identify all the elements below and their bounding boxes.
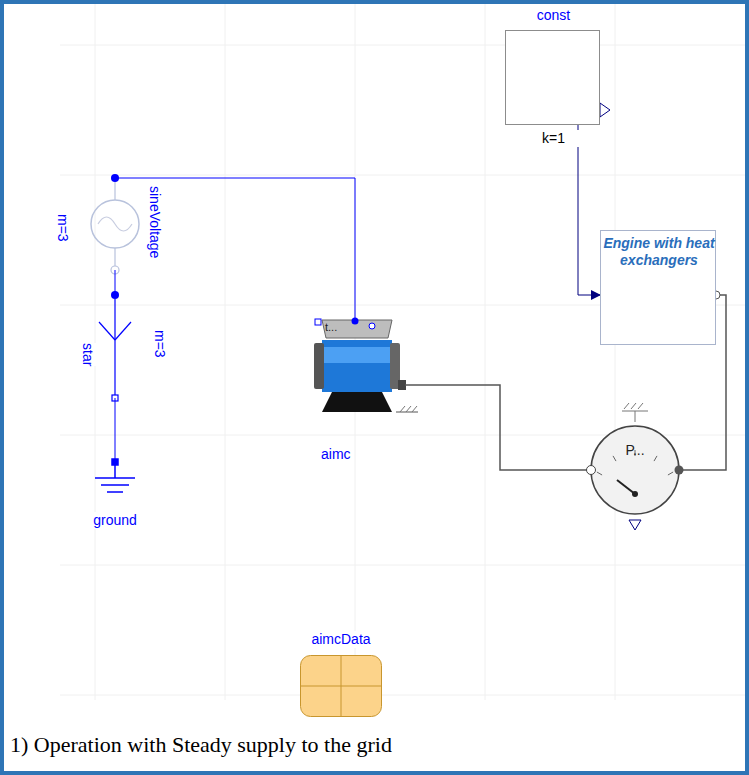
record-grid (341, 655, 342, 717)
component-name: ground (65, 512, 165, 529)
induction-machine-icon (396, 412, 418, 413)
parameter-value: m=3 (151, 330, 168, 358)
sine-voltage-symbol (91, 200, 139, 248)
star-symbol (99, 322, 115, 340)
background-grid (60, 45, 749, 46)
component-name: aimc (321, 446, 351, 463)
dial-tick (597, 472, 602, 475)
electric-wire (115, 398, 116, 462)
induction-machine-icon (406, 406, 411, 412)
sensor-support-symbol (629, 520, 641, 530)
shaft-connector (405, 385, 587, 470)
component-name: aimcData (280, 631, 402, 648)
background-grid (225, 0, 226, 700)
parameter-value: k=1 (506, 130, 601, 147)
component-name: const (506, 7, 601, 24)
induction-machine-icon (314, 343, 324, 389)
dial-needle (617, 480, 635, 494)
induction-machine: t...aimc (313, 318, 405, 412)
power-sensor: P... (587, 422, 683, 518)
background-grid (615, 0, 616, 700)
star-symbol (115, 322, 131, 340)
dial-tick (654, 456, 657, 461)
sensor-support-symbol (631, 403, 636, 409)
record-icon (301, 656, 382, 717)
figure-caption: 1) Operation with Steady supply to the g… (10, 732, 392, 758)
parameter-value: m=3 (54, 214, 71, 242)
sine-voltage-symbol (91, 174, 139, 274)
induction-machine-icon (322, 347, 392, 363)
star-symbol (114, 299, 115, 395)
star-point: starm=3 (95, 295, 135, 398)
component-name: Engine with heat exchangers (601, 235, 717, 269)
electric-wire (115, 270, 116, 295)
record-data: aimcData (300, 655, 382, 717)
background-grid (485, 0, 486, 700)
component-name: P... (587, 442, 683, 459)
ground-symbol (95, 477, 135, 479)
sine-voltage-symbol (98, 217, 132, 231)
background-grid (60, 695, 749, 696)
ground-symbol (107, 491, 123, 493)
induction-machine-icon (412, 406, 417, 412)
background-grid (60, 175, 749, 176)
ground-symbol (95, 459, 135, 492)
flange-a (587, 466, 596, 475)
power-sensor-outline (587, 422, 683, 518)
record-data-outline (300, 655, 382, 717)
background-grid (60, 565, 749, 566)
induction-machine-icon (314, 318, 418, 413)
engine-block: Engine with heat exchangers (600, 230, 716, 345)
component-name: sineVoltage (146, 186, 163, 258)
signal-connector (578, 125, 600, 295)
induction-machine-icon (369, 323, 375, 329)
induction-machine-icon (315, 319, 321, 325)
dial-pivot (632, 491, 638, 497)
ground-symbol (101, 484, 129, 486)
electric-wire (115, 178, 355, 318)
sensor-dial (591, 426, 679, 514)
ground-node: ground (95, 462, 135, 502)
induction-machine-icon (352, 318, 359, 325)
terminal-box-label: t... (325, 321, 337, 334)
sensor-support-symbol (624, 403, 629, 409)
induction-machine-icon (322, 392, 392, 412)
ground-symbol (114, 465, 116, 478)
sensor-support-symbol (638, 403, 643, 409)
constant-block-plot (600, 103, 610, 117)
dial-tick (668, 472, 673, 475)
constant-block: constk=1 (505, 30, 600, 125)
flange-b (675, 466, 684, 475)
induction-machine-icon (400, 406, 405, 412)
star-symbol (99, 291, 131, 401)
component-name: star (79, 343, 96, 366)
voltage-source: sineVoltagem=3 (90, 178, 140, 270)
sensor-support-symbol (635, 411, 636, 422)
induction-machine-icon (398, 380, 406, 390)
dial-tick (613, 456, 616, 461)
induction-machine-icon (322, 340, 392, 392)
background-grid (60, 0, 749, 700)
